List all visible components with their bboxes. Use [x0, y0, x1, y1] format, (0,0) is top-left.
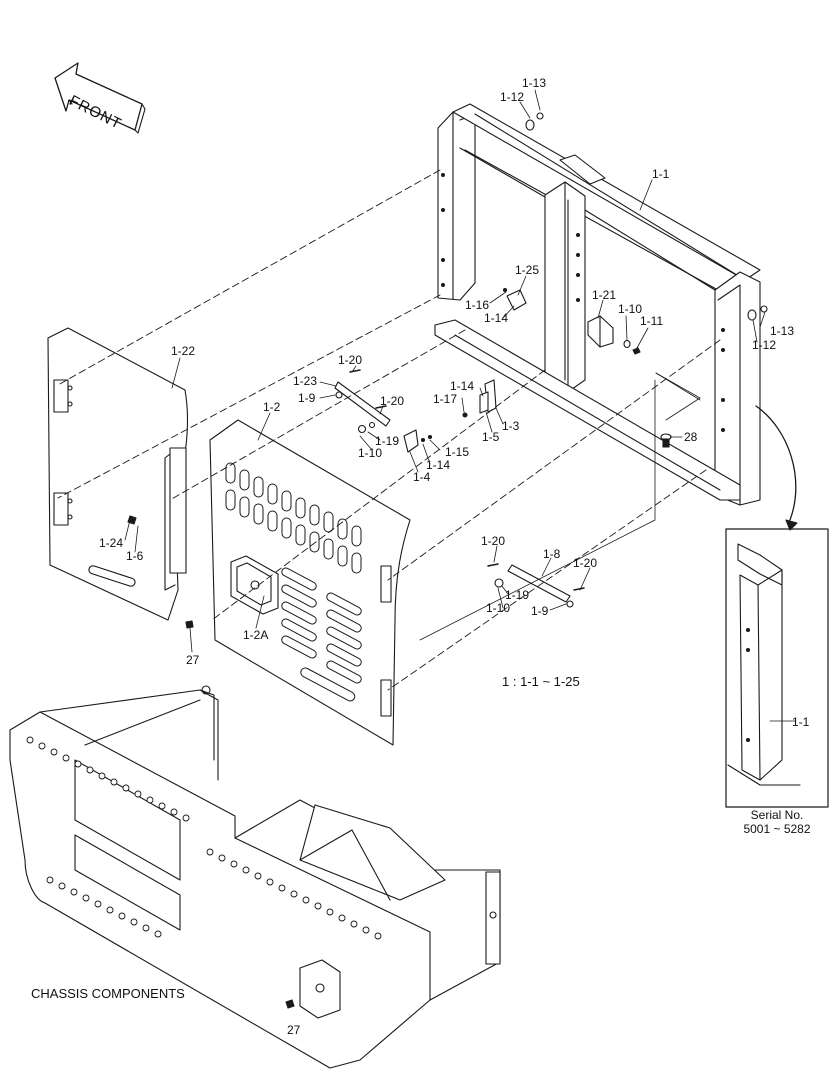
upper-vent-slots — [225, 462, 362, 574]
callout-1-4: 1-4 — [413, 470, 431, 484]
serial-range: 5001 ~ 5282 — [743, 822, 811, 836]
callout-1-14: 1-14 — [484, 311, 509, 325]
support-rod-part-1-8 — [487, 563, 585, 608]
callout-1-20: 1-20 — [338, 353, 363, 367]
latch-part-1-2A — [230, 555, 279, 615]
screw-27 — [185, 620, 194, 629]
bracket-part-1-4 — [357, 421, 433, 453]
callout-1-10-c: 1-10 — [486, 601, 511, 615]
assembly-dashed-lines — [57, 169, 721, 691]
callout-1-12: 1-12 — [500, 90, 525, 104]
side-panel-part-1-22 — [47, 327, 189, 621]
bracket-part-1-3 — [462, 379, 497, 418]
callout-1-19: 1-19 — [375, 434, 400, 448]
assembly-solid-lines — [419, 372, 701, 641]
inset-callout-1-1: 1-1 — [792, 715, 810, 729]
callout-1-20-d: 1-20 — [573, 556, 598, 570]
main-frame-part-1-1 — [434, 103, 761, 506]
callout-leaders — [124, 89, 766, 1023]
callout-1-3: 1-3 — [502, 419, 520, 433]
callout-1-14-b: 1-14 — [450, 379, 475, 393]
callout-1-12-right: 1-12 — [752, 338, 777, 352]
callout-27: 27 — [186, 653, 200, 667]
washer-nut-right — [747, 305, 768, 321]
callout-1-16: 1-16 — [465, 298, 490, 312]
pad-part-1-21 — [587, 315, 641, 355]
callout-27-b: 27 — [287, 1023, 301, 1037]
callout-1-24: 1-24 — [99, 536, 124, 550]
callout-1-11: 1-11 — [640, 314, 664, 328]
callout-1-19-b: 1-19 — [505, 588, 530, 602]
callout-1-13-right: 1-13 — [770, 324, 795, 338]
support-rod-part-1-23 — [334, 369, 391, 427]
bolt-28 — [660, 433, 672, 448]
grille-panel-part-1-2 — [209, 419, 411, 746]
serial-caption: Serial No. 5001 ~ 5282 — [726, 808, 828, 836]
callout-1-23: 1-23 — [293, 374, 318, 388]
callout-1-2A: 1-2A — [243, 628, 269, 642]
part-range-note: 1 : 1-1 ~ 1-25 — [502, 674, 580, 689]
callout-1-10-b: 1-10 — [358, 446, 383, 460]
callout-1-13: 1-13 — [522, 76, 547, 90]
front-arrow-icon — [54, 62, 146, 134]
diagram-caption: CHASSIS COMPONENTS — [31, 986, 185, 1001]
bracket-part-1-25 — [502, 287, 527, 311]
callout-1-21: 1-21 — [592, 288, 617, 302]
serial-label: Serial No. — [750, 808, 804, 822]
callout-1-25: 1-25 — [515, 263, 540, 277]
callout-1-1: 1-1 — [652, 167, 670, 181]
callout-28: 28 — [684, 430, 698, 444]
callout-1-14-c: 1-14 — [426, 458, 451, 472]
callout-1-9-b: 1-9 — [531, 604, 549, 618]
callout-1-15: 1-15 — [445, 445, 470, 459]
callout-1-2: 1-2 — [263, 400, 281, 414]
washer-nut-top — [525, 112, 544, 131]
serial-inset-box — [725, 405, 829, 808]
callout-1-22: 1-22 — [171, 344, 196, 358]
callout-1-10: 1-10 — [618, 302, 643, 316]
callout-1-20-c: 1-20 — [481, 534, 506, 548]
lower-vent-slots — [281, 567, 362, 702]
callout-1-8: 1-8 — [543, 547, 561, 561]
callout-1-5: 1-5 — [482, 430, 500, 444]
callout-1-6: 1-6 — [126, 549, 144, 563]
callout-1-20-b: 1-20 — [380, 394, 405, 408]
callout-1-9: 1-9 — [298, 391, 316, 405]
callout-1-17: 1-17 — [433, 392, 458, 406]
chassis-frame — [9, 685, 501, 1069]
